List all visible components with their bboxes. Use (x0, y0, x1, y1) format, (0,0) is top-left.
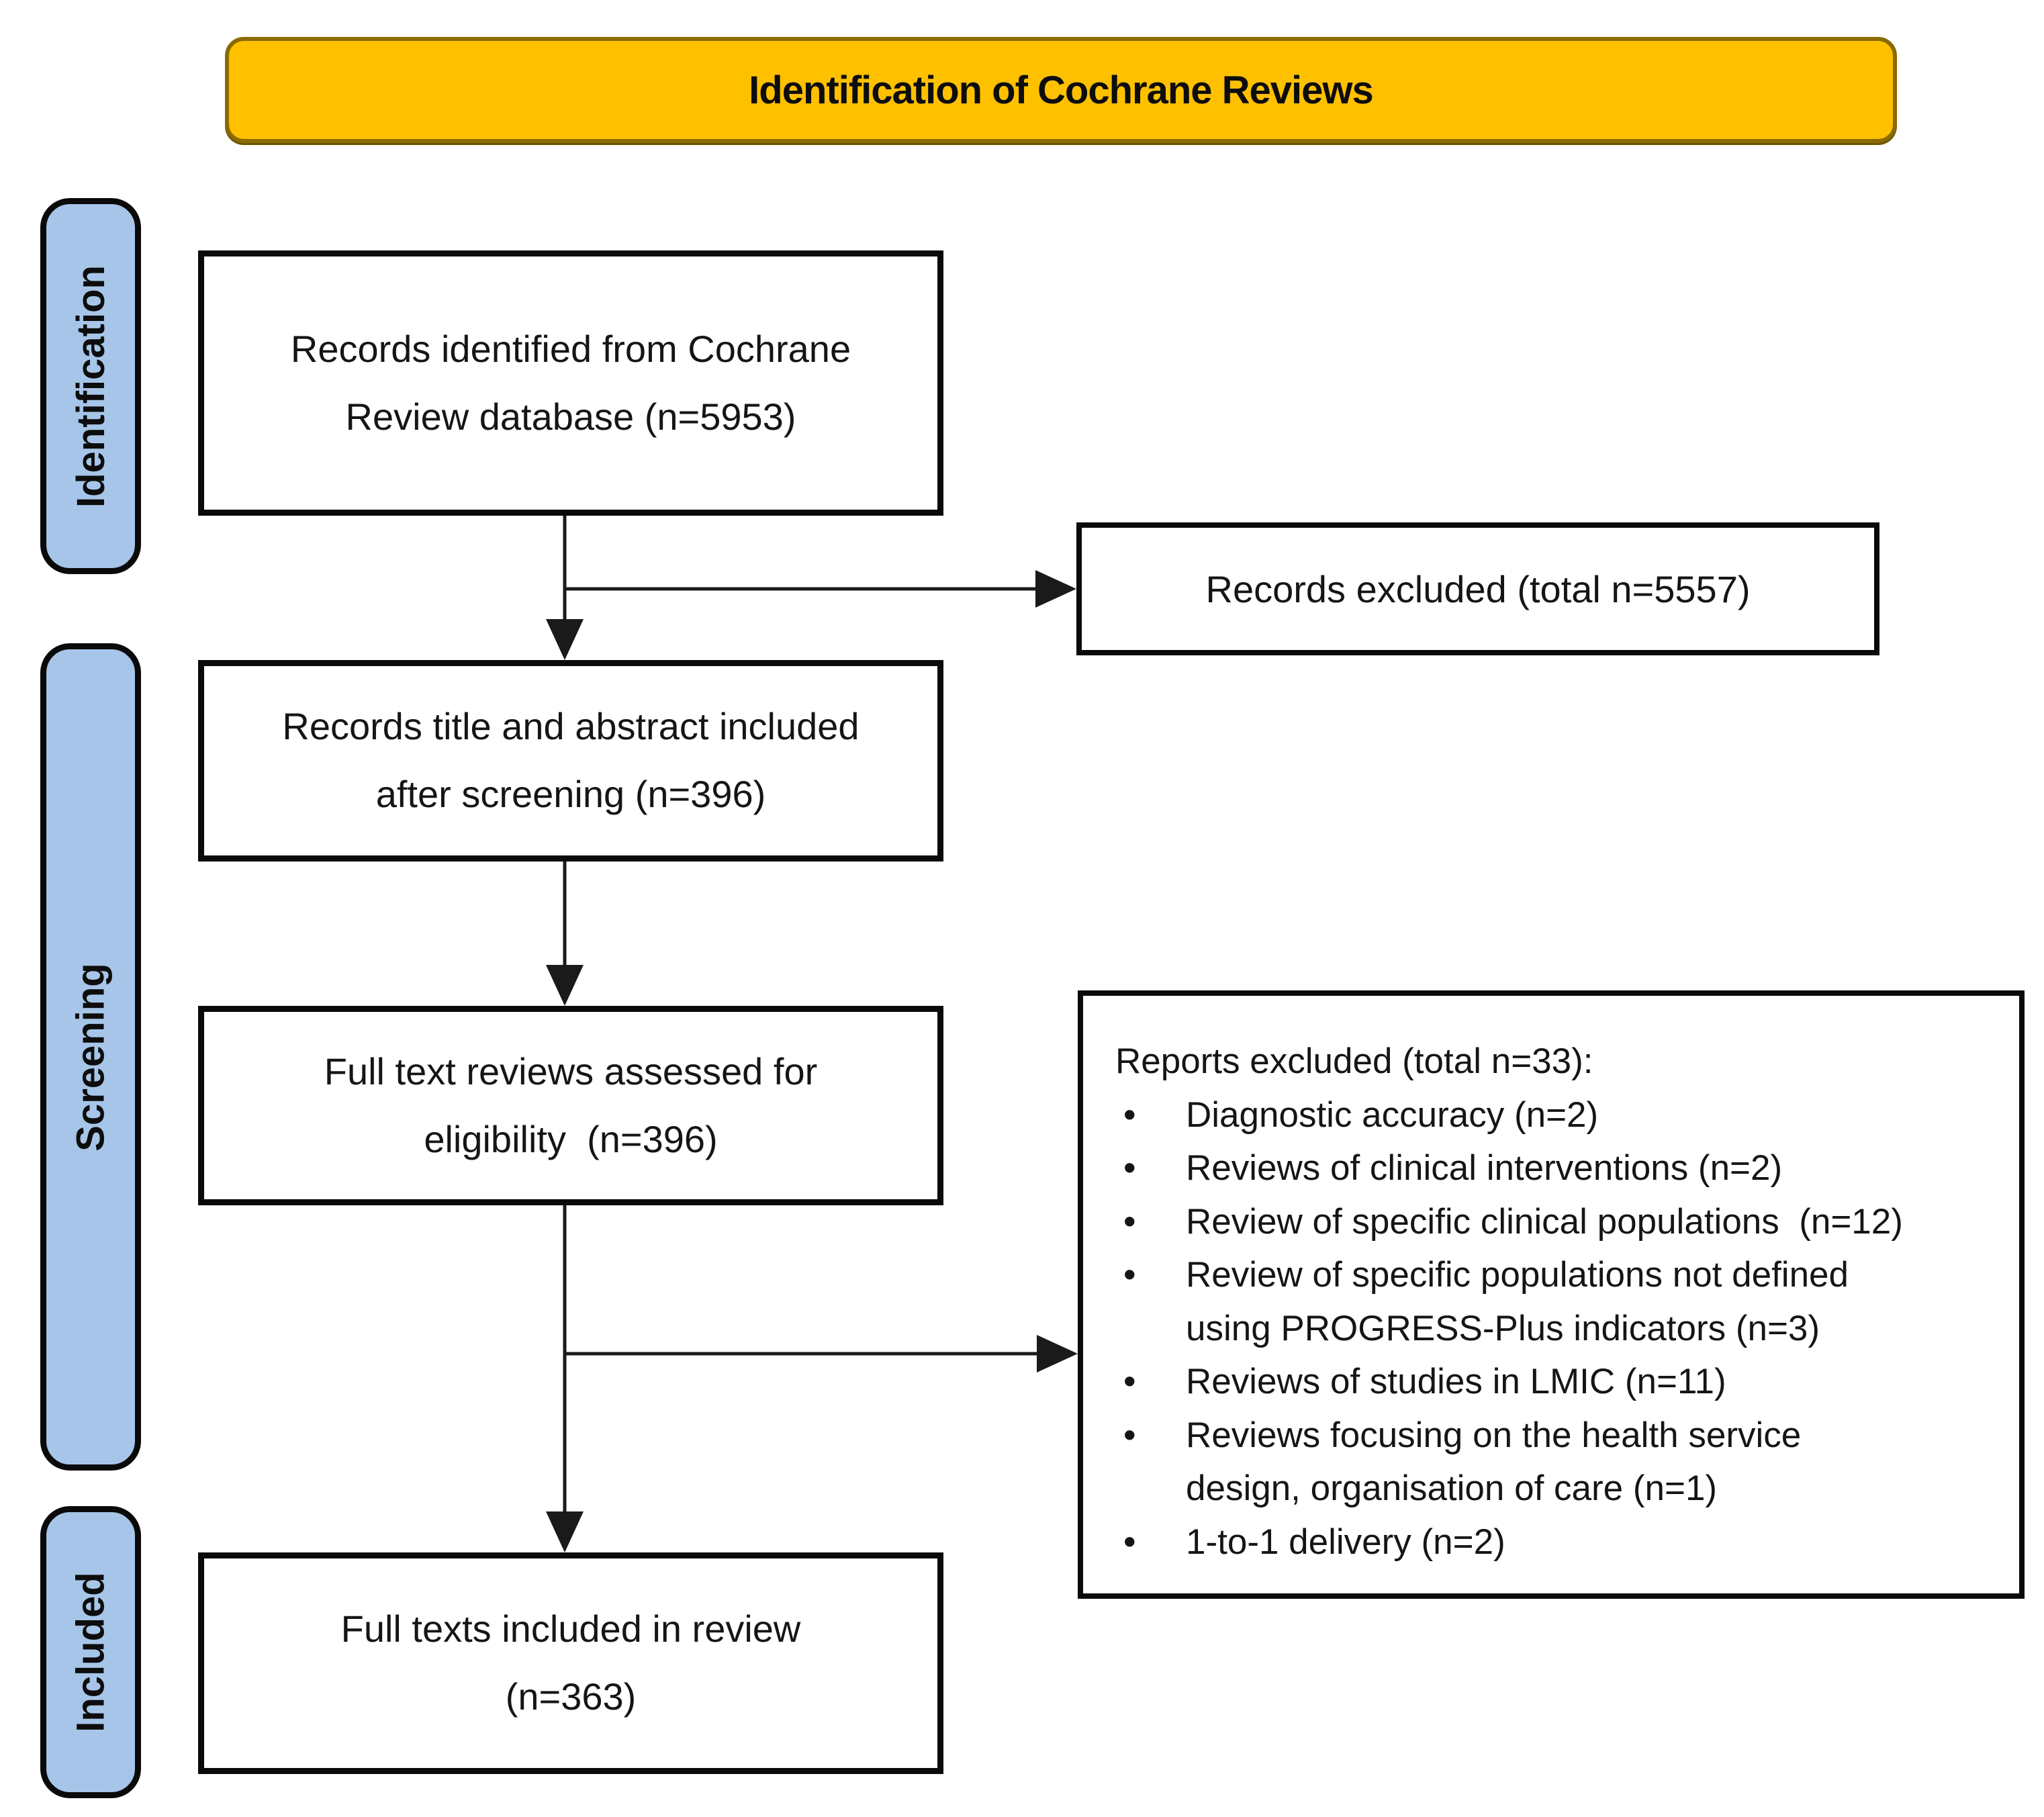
flow-box-records-identified: Records identified from Cochrane Review … (198, 250, 943, 516)
exclusion-reason-item: Reviews focusing on the health service d… (1115, 1409, 1992, 1516)
diagram-title: Identification of Cochrane Reviews (749, 68, 1374, 112)
arrowhead-right-1 (1035, 570, 1076, 608)
stage-label-text: Identification (68, 265, 113, 508)
stage-label-included: Included (40, 1506, 141, 1798)
exclusion-reason-item: Review of specific clinical populations … (1115, 1195, 1992, 1249)
stage-label-text: Screening (68, 962, 113, 1152)
arrowhead-down-1 (546, 619, 584, 660)
stage-label-identification: Identification (40, 198, 141, 574)
records-excluded-box: Records excluded (total n=5557) (1076, 522, 1879, 655)
arrowhead-right-2 (1037, 1335, 1078, 1372)
flow-box-text: Records identified from Cochrane Review … (290, 327, 851, 438)
flow-box-text: Records title and abstract included afte… (282, 705, 860, 815)
flow-box-text: Full texts included in review (n=363) (340, 1608, 801, 1718)
flow-box-fulltext-included: Full texts included in review (n=363) (198, 1552, 943, 1774)
flow-box-title-abstract-included: Records title and abstract included afte… (198, 660, 943, 861)
flow-box-text: Full text reviews assessed for eligibili… (324, 1050, 818, 1160)
reports-excluded-list: Diagnostic accuracy (n=2) Reviews of cli… (1115, 1088, 1992, 1569)
records-excluded-text: Records excluded (total n=5557) (1205, 567, 1751, 610)
exclusion-reason-item: Diagnostic accuracy (n=2) (1115, 1088, 1992, 1142)
exclusion-reason-item: Review of specific populations not defin… (1115, 1248, 1992, 1355)
exclusion-reason-item: Reviews of clinical interventions (n=2) (1115, 1142, 1992, 1195)
exclusion-reason-item: 1-to-1 delivery (n=2) (1115, 1516, 1992, 1569)
title-banner: Identification of Cochrane Reviews (225, 37, 1897, 143)
stage-label-screening: Screening (40, 643, 141, 1471)
arrowhead-down-3 (546, 1511, 584, 1552)
stage-label-text: Included (68, 1572, 113, 1732)
arrowhead-down-2 (546, 965, 584, 1006)
reports-excluded-heading: Reports excluded (total n=33): (1115, 1041, 1593, 1081)
reports-excluded-box: Reports excluded (total n=33): Diagnosti… (1078, 990, 2025, 1599)
exclusion-reason-item: Reviews of studies in LMIC (n=11) (1115, 1355, 1992, 1409)
flow-box-fulltext-assessed: Full text reviews assessed for eligibili… (198, 1006, 943, 1205)
